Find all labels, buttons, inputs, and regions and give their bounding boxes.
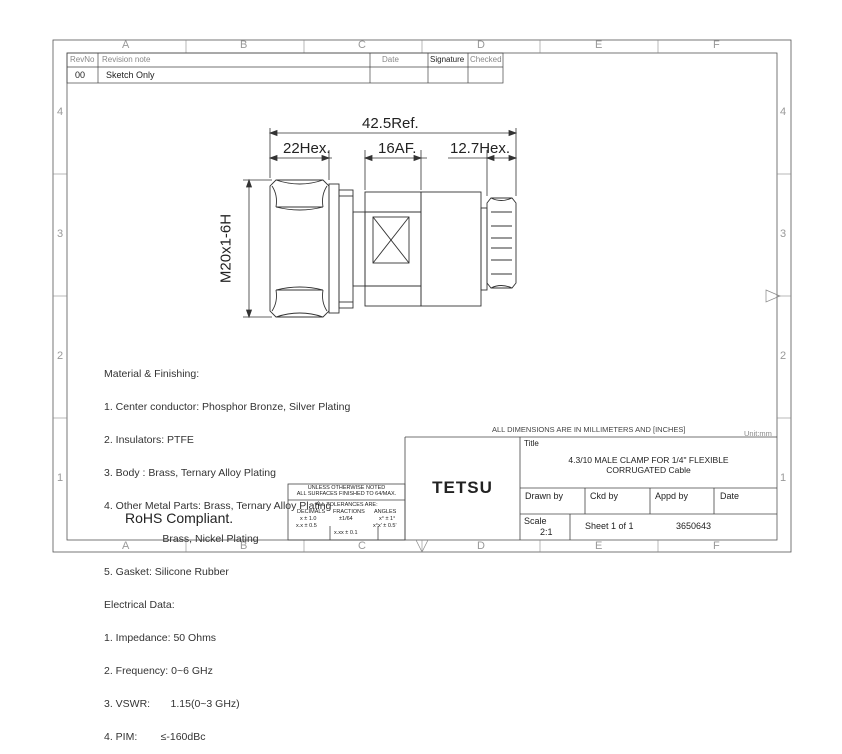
- electrical-line: 1. Impedance: 50 Ohms: [104, 632, 217, 644]
- checked-header: Checked: [470, 55, 502, 64]
- drawing-sheet: [52, 39, 792, 553]
- electrical-line: Electrical Data:: [104, 599, 175, 611]
- zone-top-e: E: [595, 39, 603, 51]
- scale-value: 2:1: [540, 527, 553, 537]
- overall-length-label: 42.5Ref.: [362, 115, 419, 132]
- tol-dec1: x ± 1.0: [300, 516, 317, 522]
- electrical-line: 3. VSWR: 1.15(0~3 GHz): [104, 698, 240, 710]
- revision-note-value: Sketch Only: [106, 70, 155, 80]
- zone-top-b: B: [240, 39, 248, 51]
- rohs-label: RoHS Compliant.: [125, 510, 234, 526]
- material-line: 3. Body : Brass, Ternary Alloy Plating: [104, 467, 276, 479]
- zone-right-2: 2: [780, 350, 787, 362]
- tol-col-fractions: FRACTIONS: [333, 509, 365, 515]
- tol-frac: ±1/64: [339, 516, 353, 522]
- rev-value: 00: [75, 70, 86, 80]
- date-label: Date: [720, 491, 740, 501]
- zone-right-1: 1: [780, 472, 787, 484]
- material-line: Material & Finishing:: [104, 368, 200, 380]
- title-line2: CORRUGATED Cable: [606, 465, 691, 475]
- rev-header: RevNo: [70, 55, 95, 64]
- material-line: 5. Gasket: Silicone Rubber: [104, 566, 229, 578]
- material-line: 2. Insulators: PTFE: [104, 434, 194, 446]
- zone-top-a: A: [122, 39, 130, 51]
- tolerance-line3: ALL TOLERANCES ARE:: [315, 502, 378, 508]
- drawn-by-label: Drawn by: [525, 491, 564, 501]
- zone-bottom-d: D: [477, 540, 485, 552]
- tol-dec3: x.xx ± 0.1: [334, 530, 358, 536]
- center-mark-bottom: [415, 539, 429, 553]
- tol-col-decimals: DECIMALS: [297, 509, 326, 515]
- company-logo: TETSU: [432, 478, 493, 497]
- zone-bottom-b: B: [240, 540, 248, 552]
- tolerance-line1: UNLESS OTHERWISE NOTED: [307, 485, 386, 491]
- tol-col-angles: ANGLES: [374, 509, 397, 515]
- zone-bottom-a: A: [122, 540, 130, 552]
- zone-bottom-e: E: [595, 540, 603, 552]
- tol-ang1: x° ± 1°: [379, 516, 396, 522]
- hex-left-label: 22Hex.: [283, 140, 331, 157]
- material-line: 4. Other Metal Parts: Brass, Ternary All…: [104, 500, 332, 512]
- tolerance-line2: ALL SURFACES FINISHED TO 64/MAX.: [296, 491, 397, 497]
- date-header: Date: [382, 55, 399, 64]
- zone-bottom-c: C: [358, 540, 366, 552]
- signature-header: Signature: [430, 55, 465, 64]
- title-line1: 4.3/10 MALE CLAMP FOR 1/4" FLEXIBLE: [568, 455, 729, 465]
- zone-top-c: C: [358, 39, 366, 51]
- zone-top-f: F: [713, 39, 720, 51]
- material-line: Brass, Nickel Plating: [104, 533, 259, 545]
- tol-dec2: x.x ± 0.5: [296, 523, 317, 529]
- zone-left-1: 1: [57, 472, 64, 484]
- dimensions-note: ALL DIMENSIONS ARE IN MILLIMETERS AND [I…: [492, 425, 686, 434]
- thread-label: M20x1-6H: [217, 213, 235, 284]
- materials-list: Material & Finishing: 1. Center conducto…: [104, 347, 350, 754]
- sheet-label: Sheet 1 of 1: [585, 521, 634, 531]
- zone-left-2: 2: [57, 350, 64, 362]
- tol-ang2: x°x' ± 0.5': [373, 523, 397, 529]
- zone-left-4: 4: [57, 106, 64, 118]
- connector-drawing: [269, 179, 517, 318]
- appd-by-label: Appd by: [655, 491, 689, 501]
- title-label: Title: [524, 439, 539, 448]
- center-mark-right: [765, 289, 781, 303]
- zone-left-3: 3: [57, 228, 64, 240]
- unit-label: Unit:mm: [744, 429, 772, 438]
- material-line: 1. Center conductor: Phosphor Bronze, Si…: [104, 401, 351, 413]
- electrical-line: 2. Frequency: 0~6 GHz: [104, 665, 213, 677]
- hex-right-label: 12.7Hex.: [450, 140, 511, 157]
- zone-top-d: D: [477, 39, 485, 51]
- zone-bottom-f: F: [713, 540, 720, 552]
- zone-right-4: 4: [780, 106, 787, 118]
- electrical-line: 4. PIM: ≤-160dBc: [104, 731, 206, 743]
- zone-right-3: 3: [780, 228, 787, 240]
- drawing-number: 3650643: [676, 521, 712, 531]
- af-mid-label: 16AF.: [378, 140, 417, 157]
- revision-note-header: Revision note: [102, 55, 151, 64]
- ckd-by-label: Ckd by: [590, 491, 619, 501]
- scale-label: Scale: [524, 516, 547, 526]
